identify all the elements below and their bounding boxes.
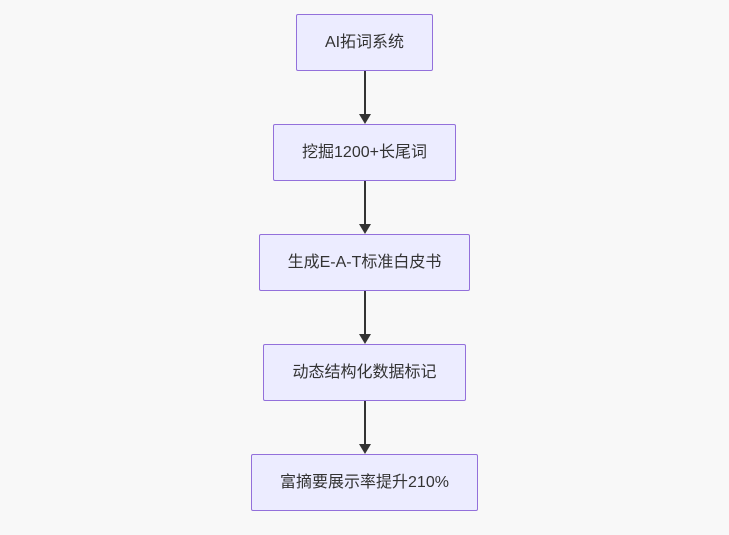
arrow-line (363, 291, 366, 335)
arrow-connector-1 (358, 71, 371, 124)
arrow-line (363, 181, 366, 225)
arrow-connector-3 (358, 291, 371, 344)
arrow-head-icon (358, 444, 371, 454)
arrow-line (363, 71, 366, 115)
arrow-line (363, 401, 366, 445)
flowchart-node-step4: 动态结构化数据标记 (263, 344, 466, 401)
flowchart: AI拓词系统 挖掘1200+长尾词 生成E-A-T标准白皮书 动态结构化数据标记… (0, 14, 729, 511)
flowchart-node-step5: 富摘要展示率提升210% (251, 454, 478, 511)
arrow-connector-2 (358, 181, 371, 234)
arrow-connector-4 (358, 401, 371, 454)
flowchart-node-step1: AI拓词系统 (295, 14, 434, 71)
flowchart-node-step3: 生成E-A-T标准白皮书 (258, 234, 471, 291)
flowchart-node-step2: 挖掘1200+长尾词 (273, 124, 456, 181)
arrow-head-icon (358, 114, 371, 124)
arrow-head-icon (358, 334, 371, 344)
arrow-head-icon (358, 224, 371, 234)
